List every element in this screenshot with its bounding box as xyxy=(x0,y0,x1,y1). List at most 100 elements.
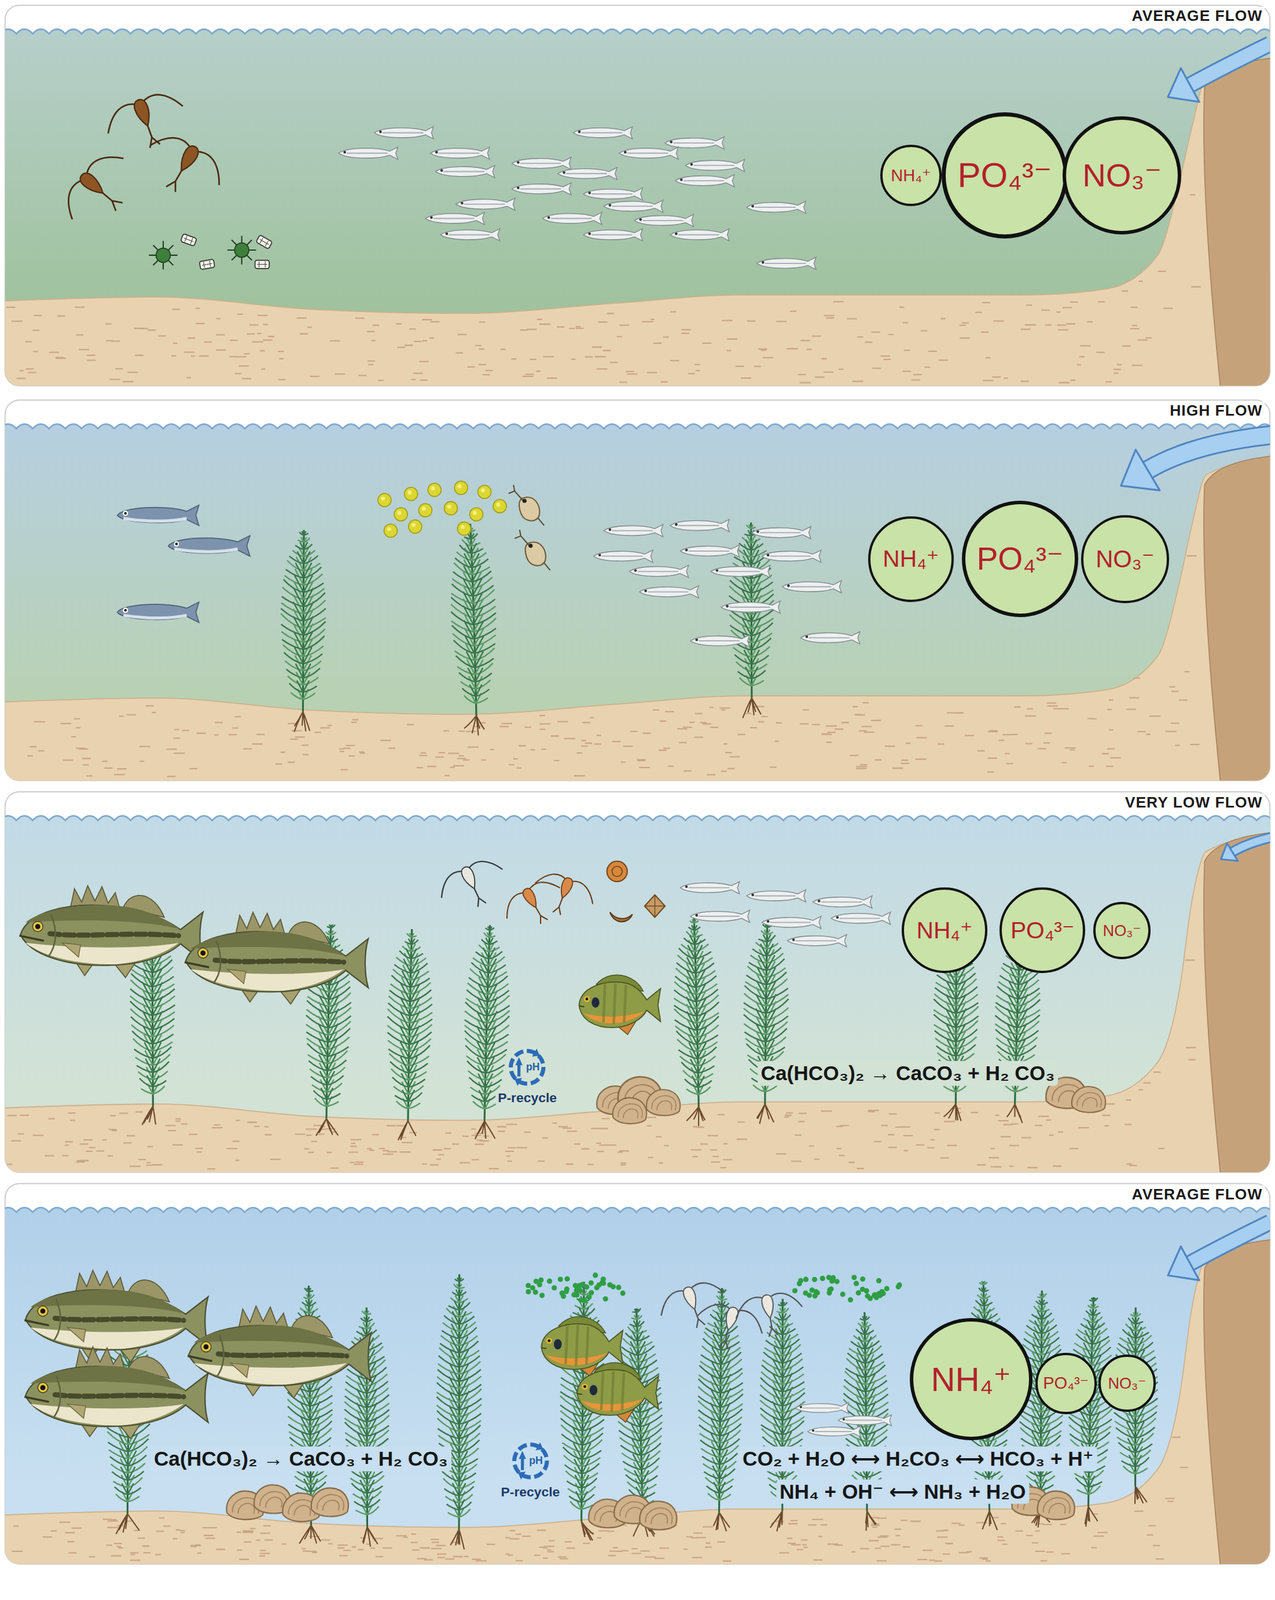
minnow-body xyxy=(800,631,860,644)
algae-dot xyxy=(802,1290,808,1296)
nutrient-circle: NH₄⁺ xyxy=(868,516,954,602)
algae-dot xyxy=(840,1291,846,1297)
bass-back xyxy=(25,904,181,929)
algae-dot xyxy=(853,1280,859,1286)
inflow-arrow-shaft xyxy=(1189,1222,1270,1264)
inflow-arrow xyxy=(1121,434,1270,491)
copepod-tail xyxy=(765,1317,778,1337)
bass-back xyxy=(190,931,347,956)
minnow-eye xyxy=(761,261,765,264)
ph-up-arrowhead xyxy=(515,1056,523,1065)
bluegill-ear xyxy=(589,1384,598,1395)
panel-content xyxy=(5,1207,1270,1564)
minnow-eye xyxy=(756,530,760,534)
algae-colony xyxy=(377,493,392,507)
bass-mouth xyxy=(24,1320,49,1326)
algae-dot xyxy=(876,1277,882,1284)
plant-leaves xyxy=(387,932,433,1109)
bluegill-bars xyxy=(565,1324,589,1366)
bass-body xyxy=(185,931,369,992)
algae-dot xyxy=(873,1292,880,1298)
minnow-body xyxy=(838,1414,892,1426)
minnow-stripe xyxy=(688,550,730,552)
plant-leaves xyxy=(843,1316,889,1492)
plant-roots xyxy=(464,715,485,736)
panel-content xyxy=(5,815,1270,1172)
minnow-body xyxy=(619,147,679,160)
algae-dot xyxy=(564,1276,570,1282)
minnow xyxy=(572,126,633,139)
minnow xyxy=(629,565,689,578)
minnow xyxy=(795,1402,849,1414)
inflow-arrow-outline xyxy=(1232,836,1271,852)
cycle-arrowhead xyxy=(517,1471,526,1480)
bass-back xyxy=(193,1325,349,1350)
minnow-eye xyxy=(751,893,755,897)
largemouth-bass xyxy=(187,1305,371,1398)
ph-recycle-icon: pHP-recycle xyxy=(504,1044,550,1090)
plant-leaves xyxy=(436,1277,482,1510)
bass-belly xyxy=(193,1362,347,1385)
plant-roots xyxy=(450,1529,465,1550)
colony-highlight xyxy=(397,510,402,515)
bluegill-body xyxy=(577,1369,659,1416)
algae-dot xyxy=(583,1284,590,1290)
algae-body xyxy=(234,243,249,258)
minnow xyxy=(680,544,740,557)
bass-body xyxy=(188,1325,371,1386)
minnow xyxy=(746,200,806,213)
colony-body xyxy=(394,507,408,521)
minnow-body xyxy=(670,228,730,241)
algae-colony xyxy=(444,501,458,515)
algae-dot xyxy=(603,1295,609,1302)
minnow-eye xyxy=(725,604,729,608)
colony-highlight xyxy=(472,510,477,515)
minnow-stripe xyxy=(770,921,811,923)
nutrient-circle: PO₄³⁻ xyxy=(999,887,1086,973)
plant-leaves xyxy=(697,1288,744,1493)
algae-dot xyxy=(572,1291,578,1297)
algae-colony xyxy=(427,483,442,497)
minnow xyxy=(440,228,500,241)
copepod-body xyxy=(520,886,540,911)
aquatic-plant xyxy=(450,523,496,736)
minnow xyxy=(710,565,770,578)
bass-gill xyxy=(212,940,221,984)
flow-condition-title: HIGH FLOW xyxy=(1167,401,1265,420)
minnow xyxy=(435,165,495,178)
algae-dot xyxy=(592,1272,598,1278)
flow-condition-title: AVERAGE FLOW xyxy=(1129,6,1266,25)
bass-eye xyxy=(37,1382,49,1393)
nutrient-formula: PO₄³⁻ xyxy=(1010,918,1075,943)
copepod xyxy=(100,86,193,160)
minnow-body xyxy=(680,544,740,557)
minnow-stripe xyxy=(839,917,880,919)
chemical-equation: Ca(HCO₃)₂ → CaCO₃ + H₂ CO₃ xyxy=(150,1446,452,1472)
algae-colony xyxy=(457,522,471,536)
copepod xyxy=(655,1275,733,1338)
minnow-stripe xyxy=(845,1419,883,1421)
bluegill-mouth xyxy=(579,1005,585,1007)
copepod-body xyxy=(459,864,480,891)
minnow-eye xyxy=(578,130,582,134)
inflow-arrow-outline xyxy=(1189,1222,1270,1264)
diatom xyxy=(255,260,270,269)
minnow-body xyxy=(746,889,806,902)
algae-colony xyxy=(418,503,432,517)
minnow-body xyxy=(795,1402,849,1414)
inflow-arrow-shaft xyxy=(1189,43,1270,86)
plant-roots xyxy=(362,1526,378,1547)
colony-body xyxy=(478,484,492,499)
aquatic-plant xyxy=(280,530,326,733)
plant-leaves xyxy=(387,938,433,1102)
bass-pupil xyxy=(200,950,206,956)
minnow xyxy=(557,167,617,180)
aquatic-plant xyxy=(673,917,719,1126)
colony-body xyxy=(384,523,398,538)
ph-up-arrowhead xyxy=(518,1450,526,1459)
minnow-body xyxy=(583,188,643,201)
colony-highlight xyxy=(480,488,485,493)
colony-highlight xyxy=(460,524,465,529)
lake-panel-art xyxy=(0,399,1275,788)
